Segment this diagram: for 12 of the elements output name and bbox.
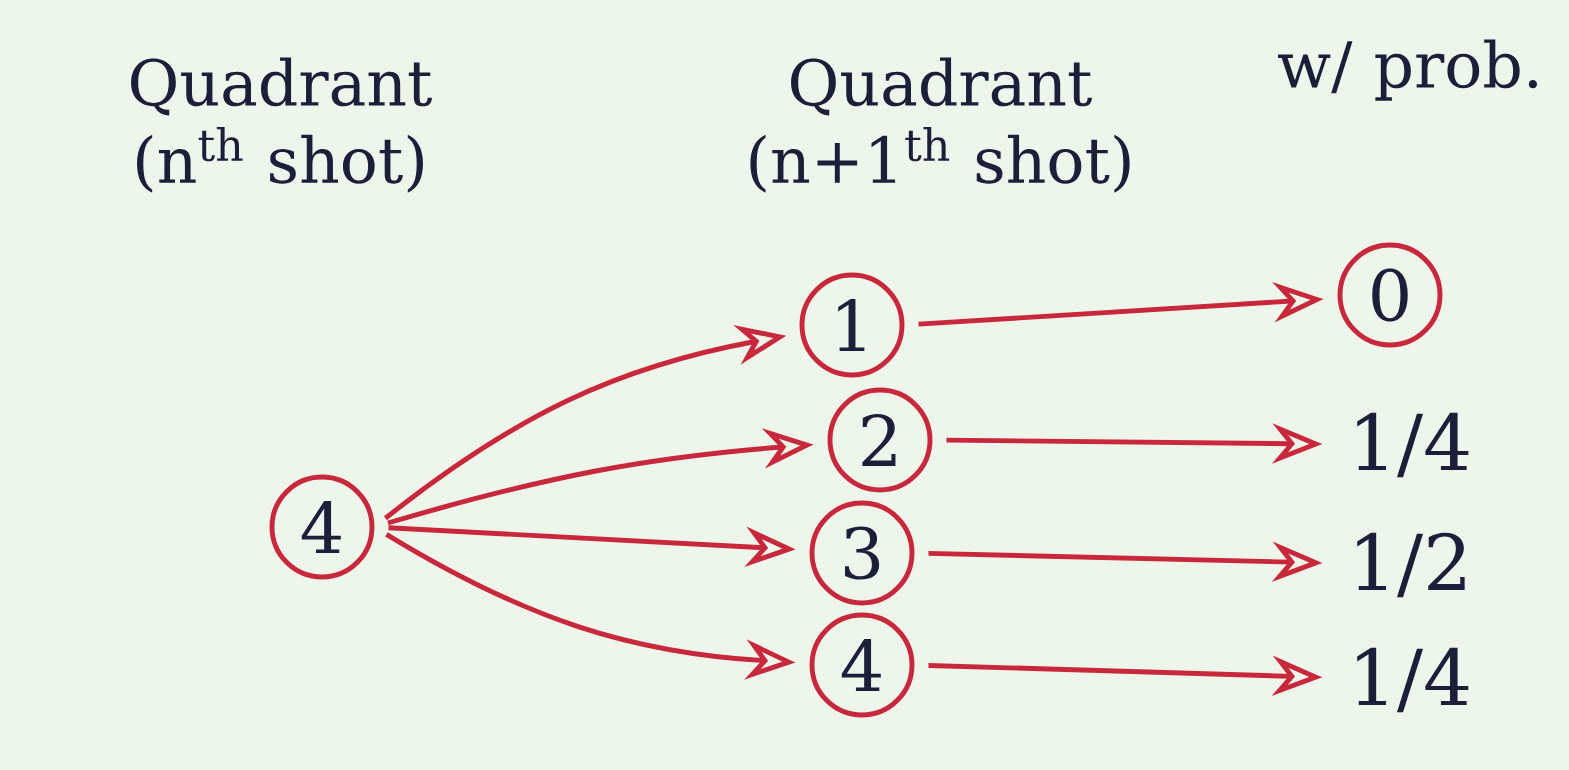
column-heading: Quadrant (n$^{th}$ shot): [131, 57, 432, 193]
circled-number: 4: [809, 612, 915, 718]
probability-value: 1/4: [1357, 647, 1469, 713]
probability-value: 1/2: [1357, 532, 1465, 598]
circled-number: 2: [827, 387, 933, 493]
circled-number: 1: [799, 272, 905, 378]
circled-number: 4: [269, 474, 375, 580]
circled-number: 0: [1337, 242, 1443, 348]
column-heading: Quadrant (n+1$^{th}$ shot): [750, 57, 1130, 193]
column-heading: w/ prob.: [1278, 39, 1537, 101]
probability-value: 1/4: [1357, 412, 1469, 478]
circled-number: 3: [809, 500, 915, 606]
